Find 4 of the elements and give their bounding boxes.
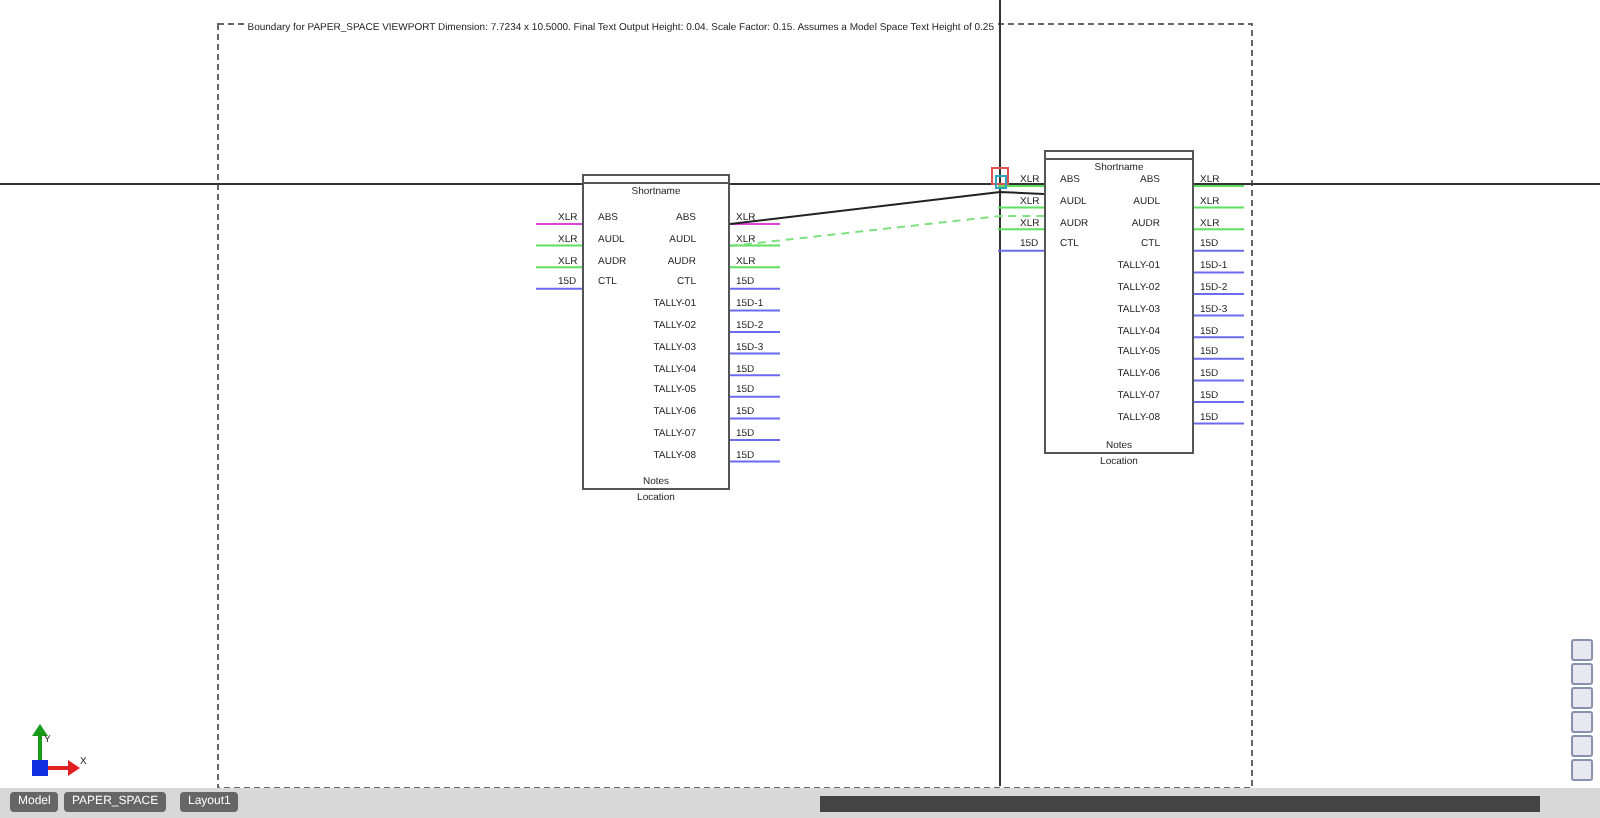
connector-line	[729, 191, 1045, 225]
connector-line	[729, 215, 1045, 247]
device-block	[582, 174, 730, 490]
device-block	[1044, 150, 1194, 454]
